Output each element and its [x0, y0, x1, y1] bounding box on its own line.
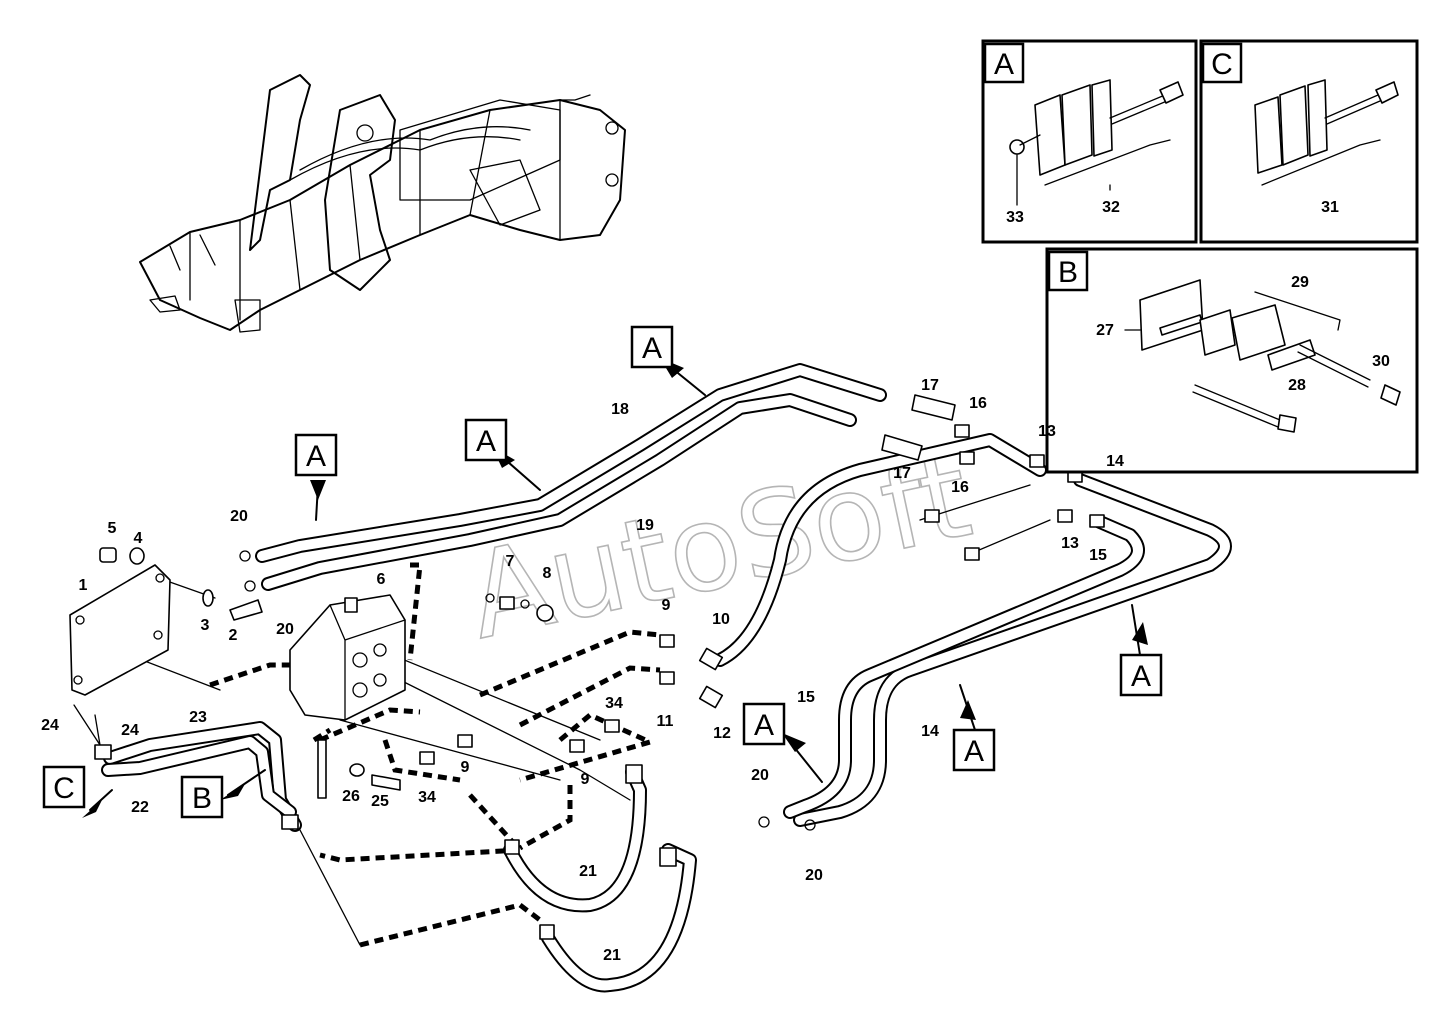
machine-frame-illustration	[139, 74, 626, 333]
part-label: 1	[79, 577, 88, 594]
part-label: 20	[751, 767, 769, 784]
part-label: 25	[371, 793, 389, 810]
part-number-labels: 1 2 3 4 5 6 7 8 9 9 9 10 11 12 13 13 14 …	[41, 377, 1124, 964]
svg-text:A: A	[306, 440, 326, 473]
part-label: 20	[230, 508, 248, 525]
part-label: 13	[1038, 423, 1056, 440]
part-label: 21	[603, 947, 621, 964]
part-label: 19	[636, 517, 654, 534]
part-label: 22	[131, 799, 149, 816]
part-label: 21	[579, 863, 597, 880]
part-label: 15	[797, 689, 815, 706]
detail-panel-c: C 31	[1199, 39, 1419, 244]
part-label: 15	[1089, 547, 1107, 564]
part-label: 18	[611, 401, 629, 418]
svg-text:30: 30	[1372, 353, 1390, 370]
part-label: 24	[41, 717, 59, 734]
control-valve	[289, 594, 406, 721]
svg-text:28: 28	[1288, 377, 1306, 394]
svg-text:A: A	[476, 425, 496, 458]
tag-b-main: B	[180, 775, 224, 819]
parts	[69, 394, 1105, 940]
part-label: 34	[418, 789, 436, 806]
part-label: 20	[276, 621, 294, 638]
part-label: 14	[1106, 453, 1124, 470]
part-label: 3	[201, 617, 210, 634]
svg-text:B: B	[1058, 256, 1078, 289]
part-label: 17	[893, 465, 911, 482]
part-label: 16	[951, 479, 969, 496]
tag-a-5: A	[952, 728, 996, 772]
mounting-plate	[69, 564, 171, 696]
svg-text:32: 32	[1102, 199, 1120, 216]
part-label: 14	[921, 723, 939, 740]
part-label: 5	[108, 520, 117, 537]
part-label: 10	[712, 611, 730, 628]
part-label: 23	[189, 709, 207, 726]
svg-text:A: A	[1131, 660, 1151, 693]
svg-text:31: 31	[1321, 199, 1339, 216]
part-label: 9	[662, 597, 671, 614]
part-label: 11	[657, 713, 674, 730]
tag-a-4: A	[1119, 653, 1163, 697]
part-label: 9	[581, 771, 590, 788]
svg-text:A: A	[964, 735, 984, 768]
tag-a-3: A	[630, 325, 674, 369]
tag-a-1: A	[294, 433, 338, 477]
tag-a-2: A	[464, 418, 508, 462]
svg-text:27: 27	[1096, 322, 1114, 339]
svg-text:B: B	[192, 782, 212, 815]
svg-text:29: 29	[1291, 274, 1309, 291]
svg-text:A: A	[754, 709, 774, 742]
detail-panel-a: A 33 32	[981, 39, 1198, 244]
svg-text:A: A	[994, 48, 1014, 81]
part-label: 17	[921, 377, 939, 394]
svg-text:C: C	[53, 772, 75, 805]
part-label: 9	[461, 759, 470, 776]
tag-c-main: C	[42, 765, 86, 809]
part-label: 6	[377, 571, 386, 588]
tag-a-6: A	[742, 702, 786, 746]
part-label: 13	[1061, 535, 1079, 552]
part-label: 24	[121, 722, 139, 739]
part-label: 34	[605, 695, 623, 712]
svg-text:C: C	[1211, 48, 1233, 81]
detail-panel-b: B 29 27 30 28	[1045, 247, 1419, 474]
hose-runs	[101, 363, 1232, 993]
part-label: 4	[134, 530, 143, 547]
part-label: 26	[342, 788, 360, 805]
part-label: 8	[543, 565, 552, 582]
part-label: 12	[713, 725, 731, 742]
part-label: 20	[805, 867, 823, 884]
part-label: 2	[229, 627, 238, 644]
svg-text:33: 33	[1006, 209, 1024, 226]
part-label: 16	[969, 395, 987, 412]
part-label: 7	[506, 553, 515, 570]
svg-text:A: A	[642, 332, 662, 365]
